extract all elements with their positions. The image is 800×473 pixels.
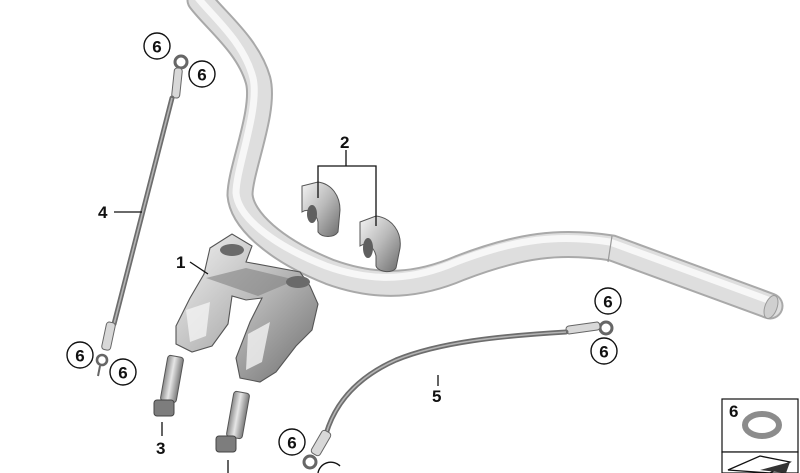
callout-6-bottom-left-b: 6 — [109, 358, 137, 386]
svg-text:6: 6 — [599, 343, 608, 362]
callout-6-right-a: 6 — [594, 287, 622, 315]
svg-text:6: 6 — [287, 434, 296, 453]
part-number-labels: 2 1 4 5 3 — [98, 133, 441, 458]
svg-text:6: 6 — [603, 293, 612, 312]
sealing-ring-icon — [742, 411, 782, 439]
part-label-1: 1 — [176, 253, 185, 272]
legend-box: 6 — [721, 398, 799, 473]
svg-text:6: 6 — [197, 66, 206, 85]
brake-line-right — [302, 320, 614, 470]
handlebar — [186, 0, 784, 320]
brake-line-left — [95, 54, 189, 377]
riser-bolts — [153, 354, 250, 453]
partial-callout-ring — [317, 461, 341, 473]
legend-label: 6 — [729, 402, 738, 421]
svg-text:6: 6 — [152, 38, 161, 57]
svg-text:6: 6 — [75, 347, 84, 366]
callout-6-bottom-left-a: 6 — [66, 341, 94, 369]
callout-6-top-left-b: 6 — [188, 60, 216, 88]
part-label-4: 4 — [98, 203, 108, 222]
part-label-3: 3 — [156, 439, 165, 458]
part-label-5: 5 — [432, 387, 441, 406]
leader-lines — [114, 150, 439, 473]
handlebar-riser — [175, 233, 319, 383]
callout-6-bottom-mid: 6 — [278, 428, 306, 456]
callout-6-top-left-a: 6 — [143, 32, 171, 60]
callout-6-right-b: 6 — [590, 337, 618, 365]
upper-clamp-halves — [301, 181, 401, 273]
svg-text:6: 6 — [118, 364, 127, 383]
part-label-2: 2 — [340, 133, 349, 152]
wedge-shade — [760, 462, 790, 473]
